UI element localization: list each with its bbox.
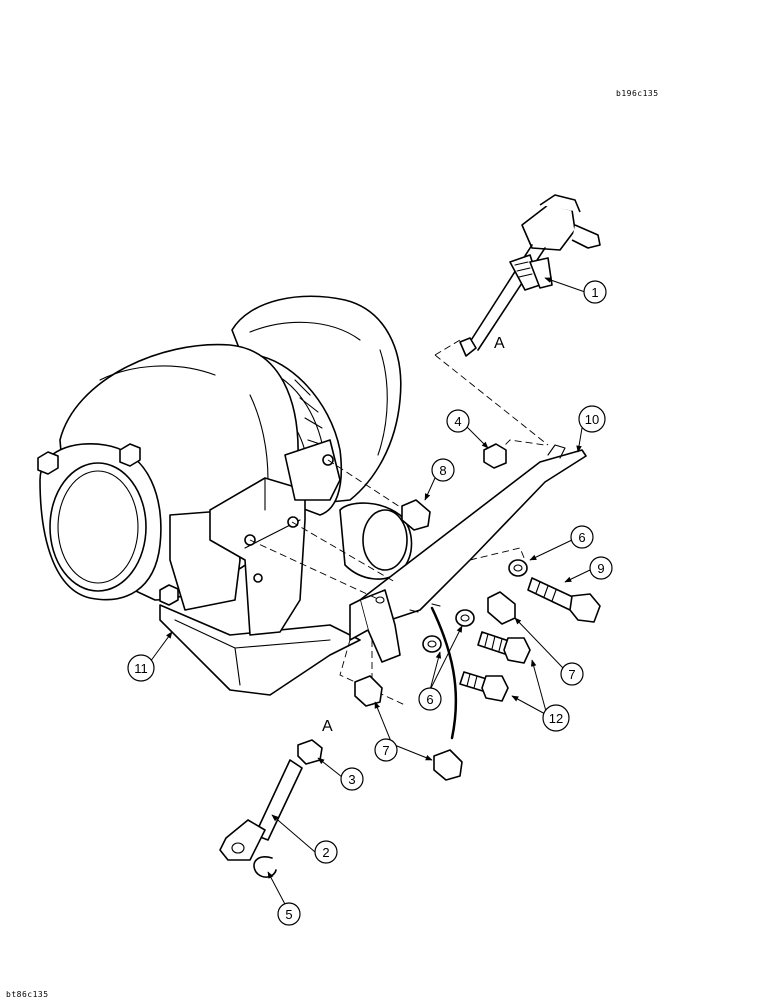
washers-part-6 (422, 559, 528, 653)
callout-7-right: 7 (560, 662, 584, 686)
spacers-part-7 (354, 591, 516, 781)
nut-part-3 (297, 739, 323, 765)
rod-end-part-2 (219, 759, 303, 861)
svg-text:10: 10 (585, 412, 599, 427)
callout-11: 11 (127, 654, 155, 682)
svg-text:3: 3 (348, 772, 355, 787)
callout-7-lower: 7 (374, 738, 398, 762)
wastegate-bracket (339, 444, 587, 706)
svg-text:8: 8 (439, 463, 446, 478)
figure-reference-top: b196c135 (616, 89, 659, 98)
routing-line (430, 606, 458, 740)
callout-10: 10 (578, 405, 606, 433)
figure-reference-bottom: bt86c135 (6, 990, 49, 999)
bolt-part-9 (527, 577, 601, 623)
svg-text:1: 1 (591, 285, 598, 300)
callout-9: 9 (589, 556, 613, 580)
callout-6-upper: 6 (570, 525, 594, 549)
bolts-part-12 (459, 631, 531, 702)
callout-8: 8 (431, 458, 455, 482)
svg-text:11: 11 (134, 661, 148, 676)
spacer-part-8 (401, 499, 431, 531)
callout-2: 2 (314, 840, 338, 864)
callout-12: 12 (542, 704, 570, 732)
callout-1: 1 (583, 280, 607, 304)
svg-text:12: 12 (549, 711, 563, 726)
svg-text:9: 9 (597, 561, 604, 576)
e-clip-part-5 (253, 856, 277, 878)
wastegate-actuator-part-1 (459, 194, 601, 357)
svg-text:5: 5 (285, 907, 292, 922)
callout-4: 4 (446, 409, 470, 433)
reference-letter-a-lower: A (322, 718, 333, 735)
svg-text:6: 6 (578, 530, 585, 545)
svg-text:7: 7 (382, 743, 389, 758)
turbocharger-assembly (37, 295, 413, 696)
svg-text:4: 4 (454, 414, 461, 429)
leader-lines (149, 277, 591, 909)
reference-letter-a-upper: A (494, 335, 505, 352)
svg-text:7: 7 (568, 667, 575, 682)
svg-text:6: 6 (426, 692, 433, 707)
callout-6-lower: 6 (418, 687, 442, 711)
callout-3: 3 (340, 767, 364, 791)
nut-part-4 (483, 443, 507, 469)
svg-text:2: 2 (322, 845, 329, 860)
callout-5: 5 (277, 902, 301, 926)
